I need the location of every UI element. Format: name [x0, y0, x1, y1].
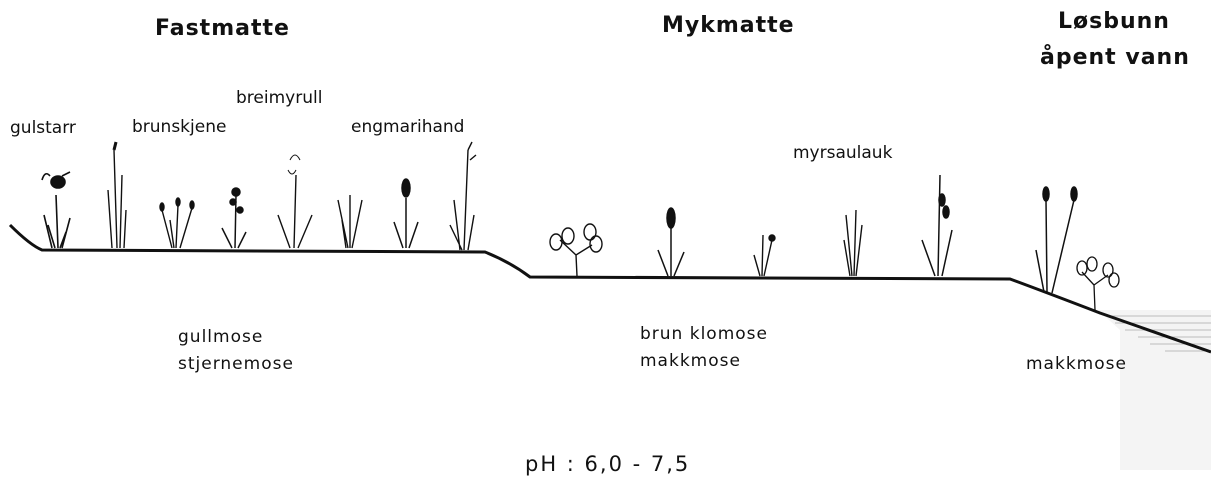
open-water	[1098, 310, 1211, 470]
orchid-plant-icon	[222, 188, 246, 248]
moss-label-stjernemose: stjernemose	[178, 352, 294, 376]
zone-title-fastmatte: Fastmatte	[155, 16, 290, 41]
spike-plant-icon	[658, 208, 684, 276]
reed-plant-icon	[844, 210, 862, 276]
plant-label-breimyrull: breimyrull	[236, 88, 322, 108]
myrsaulauk-plant-icon	[922, 175, 952, 276]
zone-title-losbunn: Løsbunn	[1058, 9, 1170, 34]
plant-label-brunskjene: brunskjene	[132, 117, 226, 137]
moss-label-gullmose: gullmose	[178, 325, 263, 349]
tall-plant-icon	[450, 142, 476, 250]
gulstarr-plant-icon	[42, 172, 70, 248]
small-flower-plant-icon	[754, 235, 775, 276]
ph-range-label: pH : 6,0 - 7,5	[525, 452, 690, 476]
plant-label-myrsaulauk: myrsaulauk	[793, 143, 892, 163]
brunskjene-plant-icon	[108, 142, 126, 248]
small-sedge-plant-icon	[160, 198, 194, 248]
moss-label-brun-klomose: brun klomose	[640, 322, 768, 346]
moss-label-makkmose-water: makkmose	[1026, 352, 1127, 376]
moss-label-makkmose: makkmose	[640, 349, 741, 373]
plant-label-gulstarr: gulstarr	[10, 118, 76, 138]
bogbean-plant-icon	[550, 224, 602, 276]
breimyrull-plant-icon	[278, 155, 312, 248]
cottongrass-plant-icon	[1036, 187, 1077, 293]
zone-subtitle-open-water: åpent vann	[1040, 45, 1190, 70]
engmarihand-plant-icon	[394, 179, 418, 248]
sedge-plant-icon	[338, 195, 362, 248]
bogbean-water-plant-icon	[1077, 257, 1119, 310]
plant-label-engmarihand: engmarihand	[351, 117, 464, 137]
zone-title-mykmatte: Mykmatte	[662, 13, 795, 38]
